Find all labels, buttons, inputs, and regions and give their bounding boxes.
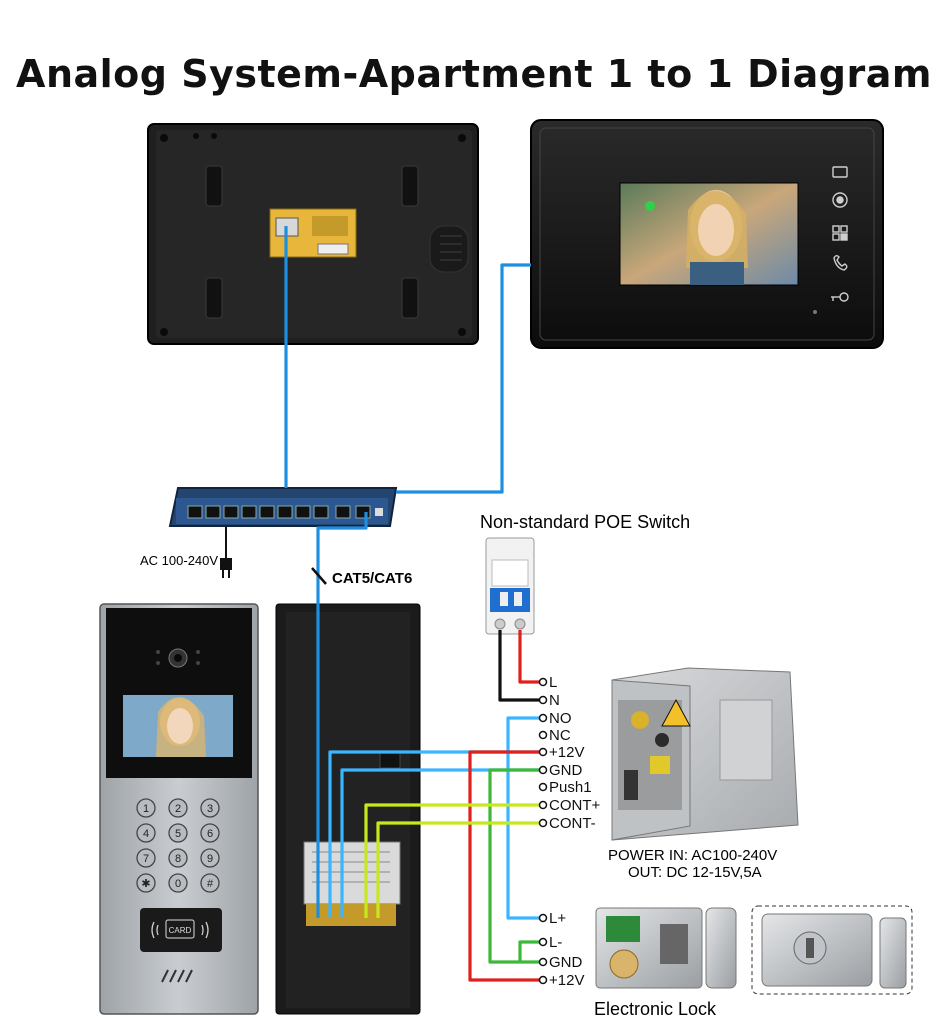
keypad-key-label: 0 [175, 878, 181, 890]
wire-l [518, 630, 540, 684]
cable-monitor-front-to-switch [396, 263, 531, 494]
keypad-key-label: ✱ [141, 878, 150, 890]
terminal-dot [538, 695, 548, 705]
power-in-label: POWER IN: AC100-240V [608, 847, 777, 864]
lock-terminals: L+ L- GND+12V [538, 910, 584, 989]
poe-switch-label: Non-standard POE Switch [480, 512, 690, 532]
terminal-dot [538, 677, 548, 687]
lock-terminal-label: L+ [549, 910, 566, 927]
wire-gnd-to-station [340, 768, 540, 918]
cable-switch-to-door-station [316, 512, 368, 918]
keypad-key-label: 7 [143, 853, 149, 865]
power-terminal-label: +12V [549, 744, 584, 761]
power-terminal-label: CONT- [549, 815, 596, 832]
terminal-dot [538, 765, 548, 775]
monitor-front [530, 119, 884, 349]
cable-mark [311, 567, 327, 585]
keypad-key-label: 8 [175, 853, 181, 865]
keypad-key[interactable] [168, 798, 188, 818]
keypad-key[interactable] [136, 798, 156, 818]
keypad-key[interactable] [136, 848, 156, 868]
lock-terminal-label: GND [549, 954, 583, 971]
keypad-key[interactable] [200, 823, 220, 843]
keypad-key[interactable] [168, 823, 188, 843]
wire-n [498, 630, 540, 702]
power-terminal-label: CONT+ [549, 797, 600, 814]
monitor-buttons [831, 166, 849, 302]
wire-cont-minus [376, 821, 540, 918]
keypad-key[interactable] [168, 873, 188, 893]
record-icon[interactable] [832, 192, 848, 208]
keypad-key-label: 6 [207, 828, 213, 840]
keypad-key-label: 4 [143, 828, 149, 840]
keypad-key-label: 9 [207, 853, 213, 865]
keypad-key[interactable] [168, 848, 188, 868]
terminal-dot [538, 818, 548, 828]
card-reader-label: CARD [169, 926, 192, 935]
wire-12v-lock [468, 750, 540, 982]
power-terminal-label: GND [549, 762, 583, 779]
terminal-dot [538, 713, 548, 723]
wires [284, 226, 540, 982]
page-title: Analog System-Apartment 1 to 1 Diagram [16, 52, 932, 96]
keypad-key-label: 1 [143, 803, 149, 815]
keypad-key[interactable] [200, 848, 220, 868]
wire-gnd-lock [488, 768, 540, 964]
phone-icon[interactable] [833, 255, 848, 271]
keypad-key-label: 5 [175, 828, 181, 840]
lock-terminal-label: +12V [549, 972, 584, 989]
power-terminal-label: NC [549, 727, 571, 744]
terminal-dot [538, 747, 548, 757]
power-terminal-label: NO [549, 710, 572, 727]
network-switch [168, 487, 398, 527]
circuit-breaker [485, 537, 535, 635]
door-station-back [275, 603, 421, 1015]
keypad-key-label: # [207, 878, 214, 890]
keypad-key-label: 3 [207, 803, 213, 815]
menu-icon[interactable] [832, 225, 848, 241]
terminal-dot [538, 730, 548, 740]
monitor-icon[interactable] [832, 166, 848, 178]
terminal-dot [538, 975, 548, 985]
wire-no-to-lplus [506, 716, 540, 920]
lock-terminal-label: L- [549, 934, 562, 951]
wire-lminus-lock [518, 940, 540, 962]
terminal-dot [538, 782, 548, 792]
power-terminal-label: N [549, 692, 560, 709]
keypad-key[interactable] [136, 873, 156, 893]
power-out-label: OUT: DC 12-15V,5A [628, 864, 762, 881]
power-terminal-label: L [549, 674, 557, 691]
keypad: 1 2 3 4 5 6 7 8 9 ✱ 0 # [136, 798, 220, 893]
cable-label: CAT5/CAT6 [332, 570, 412, 587]
electronic-lock [595, 905, 913, 995]
keypad-key[interactable] [200, 798, 220, 818]
terminal-dot [538, 913, 548, 923]
wire-cont-plus [364, 803, 540, 918]
ac-input-label: AC 100-240V [140, 553, 218, 568]
power-terminal-label: Push1 [549, 779, 592, 796]
keypad-key[interactable] [136, 823, 156, 843]
monitor-back [147, 123, 479, 345]
ac-plug [220, 527, 232, 578]
keypad-key[interactable] [200, 873, 220, 893]
unlock-key-icon[interactable] [831, 292, 849, 302]
power-supply [611, 667, 799, 841]
terminal-dot [538, 957, 548, 967]
terminal-dot [538, 800, 548, 810]
keypad-key-label: 2 [175, 803, 181, 815]
electronic-lock-label: Electronic Lock [594, 999, 717, 1019]
terminal-dot [538, 937, 548, 947]
door-station-front: CARD 1 2 3 4 5 6 7 8 9 ✱ 0 # [99, 603, 259, 1015]
